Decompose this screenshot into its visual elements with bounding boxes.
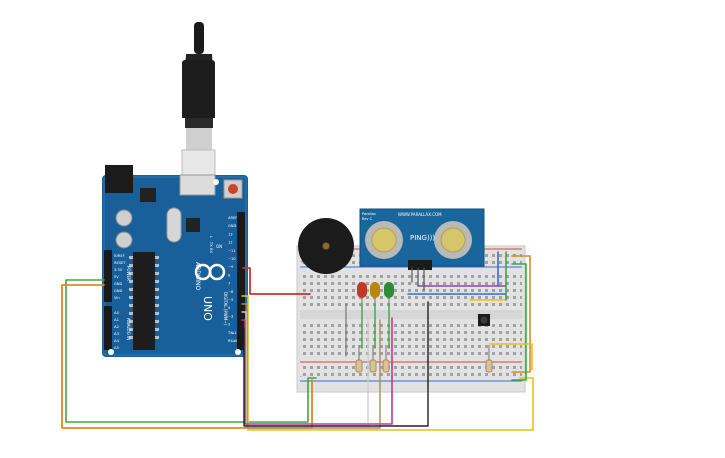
- pin-label: A4: [114, 338, 120, 343]
- pin-label: 12: [228, 241, 233, 245]
- pin-label: ~9: [228, 265, 234, 269]
- pin-label: A1: [114, 317, 120, 322]
- sensor-url-label: WWW.PARALLAX.COM: [398, 212, 442, 217]
- wire-green-5v: [65, 279, 317, 423]
- resistors: [355, 345, 493, 373]
- on-label: ON: [216, 244, 222, 249]
- pin-label: 5V: [114, 275, 119, 279]
- atmega-chip: [133, 252, 155, 350]
- pin-label: ~6: [228, 290, 234, 294]
- digital-header: [237, 212, 245, 350]
- pin-label: RX: [209, 248, 213, 253]
- wire-orange-gnd: [61, 284, 313, 429]
- wires: [61, 251, 534, 431]
- arduino-uno-board: ARDUINO UNO POWER ANALOG IN DIGITAL (PWM…: [102, 165, 248, 357]
- pin-label: RX◂0: [228, 339, 238, 343]
- pin-label: 8: [228, 273, 231, 277]
- push-button[interactable]: [478, 314, 490, 326]
- led-body: [370, 282, 380, 298]
- pin-label: GND: [114, 289, 122, 293]
- pin-label: A3: [114, 331, 120, 336]
- led-group: [357, 282, 394, 306]
- pin-label: 4: [228, 306, 231, 310]
- pin-label: TX▸1: [227, 331, 237, 335]
- rail-plus-mark: +: [300, 259, 304, 265]
- pin-label: IOREF: [114, 254, 125, 258]
- pin-label: ~10: [228, 257, 236, 261]
- resistor: [382, 359, 390, 373]
- power-pin-labels: IOREF RESET 3.3V 5V GND GND Vin: [114, 254, 126, 300]
- usb-port: [179, 174, 216, 196]
- wire-red: [242, 267, 311, 295]
- wire-magenta: [241, 317, 393, 425]
- pin-label: A0: [114, 310, 120, 315]
- pin-label: GND: [228, 224, 236, 228]
- arduino-model-label: UNO: [201, 296, 214, 321]
- analog-header-title: ANALOG IN: [126, 318, 131, 340]
- sensor-brand-label: Parallax: [362, 212, 376, 216]
- arduino-brand-label: ARDUINO: [194, 262, 201, 291]
- arduino-logo-icon: [194, 263, 226, 281]
- power-jack: [105, 165, 133, 193]
- piezo-buzzer: [298, 218, 354, 274]
- pin-label: TX: [209, 241, 213, 247]
- wire-tan: [241, 303, 381, 429]
- led-body: [357, 282, 367, 298]
- pin-label: 2: [228, 323, 230, 327]
- resistor: [355, 359, 363, 373]
- pin-label: AREF: [228, 216, 237, 220]
- usb-cable: [181, 22, 216, 179]
- pin-label: 3.3V: [114, 268, 123, 272]
- power-header-title: POWER: [126, 266, 131, 281]
- wire-yellow: [241, 295, 534, 431]
- resistor: [485, 359, 493, 373]
- sensor-name-label: PING))): [410, 234, 435, 242]
- analog-header: [104, 306, 112, 350]
- pin-label: RESET: [114, 261, 126, 265]
- pin-label: Vin: [114, 296, 120, 300]
- sensor-rev-label: Rev C: [362, 217, 373, 221]
- digital-pin-labels: AREF GND 13 12 ~11 ~10 ~9 8 7 ~6 ~5 4 ~3 2TX▸1RX◂0: [227, 216, 238, 343]
- power-header: [104, 250, 112, 302]
- pin-label: 7: [228, 282, 230, 286]
- pin-label: ~3: [228, 314, 233, 318]
- resistor: [369, 359, 377, 373]
- pin-label: ~5: [228, 298, 233, 302]
- ping-ultrasonic-sensor: WWW.PARALLAX.COM PING))) Parallax Rev C: [359, 208, 485, 270]
- digital-header-title: DIGITAL (PWM~): [223, 292, 228, 326]
- pin-label: L: [209, 236, 213, 238]
- pin-label: A2: [114, 324, 120, 329]
- pin-label: A5: [114, 345, 120, 350]
- led-body: [384, 282, 394, 298]
- rail-minus-mark: -: [300, 374, 302, 380]
- pin-label: ~11: [228, 249, 236, 253]
- pin-label: GND: [114, 282, 122, 286]
- wire-black: [241, 301, 429, 427]
- pin-label: 13: [228, 232, 233, 236]
